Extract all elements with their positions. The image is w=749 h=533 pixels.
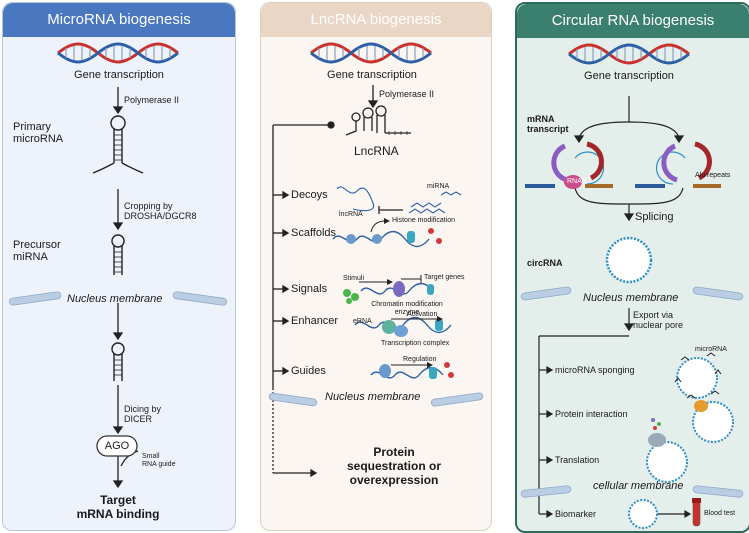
protein-outcome-label: Protein sequestration or overexpression (346, 445, 442, 487)
microrna-sponge-icon (674, 352, 722, 399)
cytoplasmic-mirna-hairpin-icon (111, 342, 125, 381)
cellular-membrane-graphic (520, 485, 744, 498)
nucleus-membrane-graphic (8, 291, 228, 306)
circrna-nucleus-membrane-label: Nucleus membrane (583, 292, 679, 304)
scaffold-chromatin-icon (332, 218, 442, 248)
nucleus-membrane-graphic (520, 286, 744, 301)
enhancer-complex-icon (354, 316, 452, 337)
circrna-gene-transcription-label: Gene transcription (584, 70, 674, 82)
enhancer-label: Enhancer (291, 315, 339, 327)
microrna-panel: MicroRNA biogenesis (2, 2, 236, 531)
cellular-membrane-label: cellular membrane (593, 480, 684, 492)
transcription-complex-label: Transcription complex (381, 340, 450, 347)
circrna-label: circRNA (527, 258, 563, 268)
lncrna-panel: LncRNA biogenesis (260, 2, 492, 531)
alu-repeats-label: Alu repeats (695, 172, 731, 179)
circrna-panel: Circular RNA biogenesis (515, 2, 749, 533)
dna-helix-icon (568, 43, 690, 65)
translation-icon (646, 418, 688, 483)
mirna-polymerase-label: Polymerase II (124, 95, 180, 105)
microrna-panel-title: MicroRNA biogenesis (3, 3, 235, 37)
primary-microrna-label: Primary microRNA (13, 121, 64, 145)
pre-mrna-loop-right-icon (635, 141, 721, 188)
decoy-mirna-label: miRNA (427, 183, 450, 190)
lncrna-panel-title: LncRNA biogenesis (261, 3, 491, 37)
precursor-mirna-label: Precursor miRNA (13, 239, 61, 263)
translation-label: Translation (555, 455, 600, 465)
activation-label: Activation (407, 311, 438, 318)
nucleus-membrane-graphic (268, 392, 484, 407)
microrna-diagram-graphics (8, 42, 228, 489)
target-genes-label: Target genes (424, 274, 465, 281)
precursor-mirna-hairpin-icon (111, 234, 125, 275)
dicing-label: Dicing by DICER (124, 404, 162, 424)
stimuli-label: Stimuli (343, 275, 365, 282)
ago-label: AGO (104, 440, 130, 452)
lncrna-label: LncRNA (354, 144, 399, 158)
mrna-transcript-label: mRNA transcript (527, 114, 569, 134)
primary-microrna-hairpin-icon (92, 115, 144, 174)
ago-capsule-icon (96, 435, 138, 457)
blood-test-label: Blood test (704, 510, 736, 517)
cropping-label: Cropping by DROSHA/DGCR8 (124, 201, 197, 221)
scaffolds-label: Scaffolds (291, 227, 337, 239)
decoy-lncrna-label: lncRNA (339, 211, 363, 218)
splicing-label: Splicing (635, 211, 674, 223)
protein-interaction-label: Protein interaction (555, 409, 628, 419)
pre-mrna-loop-left-icon (525, 141, 613, 189)
lncrna-diagram-graphics (268, 42, 484, 478)
circrna-panel-title: Circular RNA biogenesis (517, 4, 749, 38)
circrna-circle-icon (605, 236, 653, 284)
protein-interaction-icon (692, 400, 734, 443)
lncrna-nucleus-membrane-label: Nucleus membrane (325, 391, 421, 403)
biomarker-label: Biomarker (555, 509, 597, 519)
biomarker-circrna-icon (628, 499, 658, 529)
signal-chromatin-icon (343, 275, 434, 304)
lncrna-polymerase-label: Polymerase II (379, 89, 435, 99)
blood-test-tube-icon (692, 498, 701, 527)
target-mrna-binding-label: Target mRNA binding (76, 493, 160, 521)
rnab-label: RNAB (567, 178, 587, 185)
signals-label: Signals (291, 283, 328, 295)
circrna-diagram-graphics (520, 43, 744, 529)
decoy-lncrna-icon (336, 186, 462, 214)
mirna-nucleus-membrane-label: Nucleus membrane (67, 293, 163, 305)
lncrna-gene-transcription-label: Gene transcription (327, 69, 417, 81)
guides-label: Guides (291, 365, 326, 377)
mirna-gene-transcription-label: Gene transcription (74, 69, 164, 81)
regulation-label: Regulation (403, 356, 437, 363)
circrna-microrna-label: microRNA (695, 346, 727, 353)
histone-modification-label: Histone modification (392, 217, 456, 224)
microrna-sponging-label: microRNA sponging (555, 365, 635, 375)
export-nuclear-pore-label: Export via nuclear pore (633, 310, 684, 330)
lncrna-structure-icon (345, 105, 411, 136)
chromatin-enzyme-label: Chromatin modification enzyme (371, 301, 443, 316)
decoys-label: Decoys (291, 189, 328, 201)
dna-helix-icon (57, 42, 179, 64)
dna-helix-icon (310, 42, 432, 64)
small-rna-guide-label: Small RNA guide (142, 453, 176, 468)
guide-chromatin-icon (370, 362, 454, 379)
erna-label: eRNA (353, 318, 372, 325)
